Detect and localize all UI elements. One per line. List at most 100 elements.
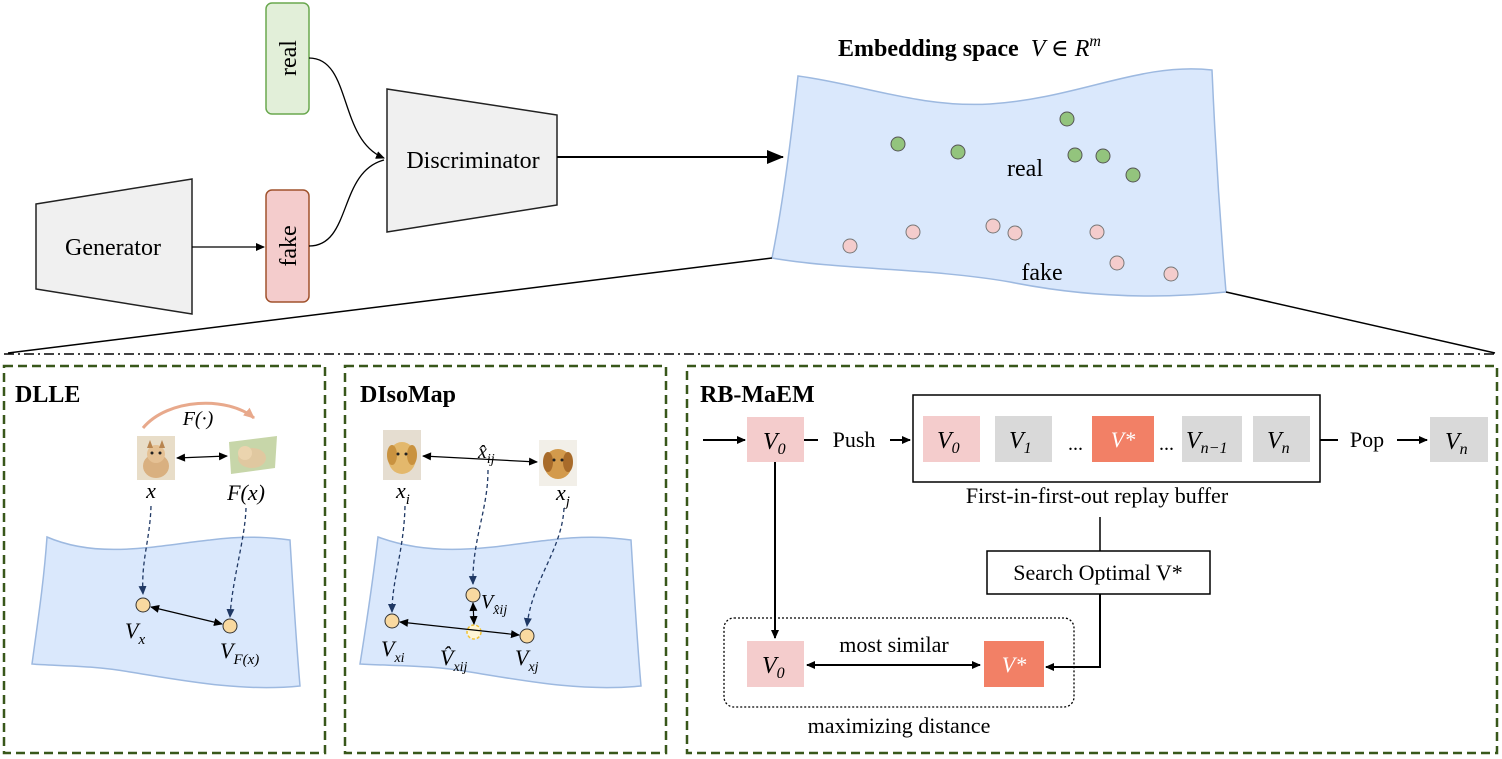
vxi-vxj-arrow (399, 618, 520, 639)
xi-label: xi (395, 478, 410, 508)
pink-dot (1109, 255, 1125, 271)
bottom-vstar-label: V* (1002, 652, 1026, 677)
dlle-space (31, 535, 301, 689)
xhat-label: x̂ij (477, 441, 495, 467)
green-dot (1059, 111, 1075, 127)
x-to-vx-dashed (138, 505, 152, 595)
buffer-vn1-label: Vn−1 (1186, 428, 1227, 457)
buffer-cell-vn (1253, 416, 1310, 462)
bottom-v0-cell (747, 641, 804, 687)
maximizing-label: maximizing distance (808, 713, 991, 738)
green-dot (1067, 147, 1083, 163)
space-fake-label: fake (1021, 260, 1062, 286)
buffer-vstar-label: V* (1111, 427, 1135, 452)
xi-to-vxi-dashed (388, 505, 406, 613)
vxhat-vhat-arrow (469, 602, 478, 625)
green-dots (890, 111, 1141, 183)
search-to-vstar-arrow (1045, 594, 1101, 671)
pink-dot (1089, 224, 1105, 240)
buffer-dots-1: ... (1068, 433, 1083, 455)
vhat-label: V̂xij (440, 645, 468, 675)
discriminator-label: Discriminator (406, 148, 539, 174)
space-real-label: real (1007, 156, 1043, 182)
comparison-group (723, 617, 1075, 708)
buffer-caption: First-in-first-out replay buffer (966, 483, 1229, 508)
xj-label: xj (555, 480, 570, 510)
function-arrow (141, 401, 255, 429)
buffer-v1-label: V1 (1009, 428, 1032, 457)
pink-dot (905, 224, 921, 240)
green-dot (1125, 167, 1141, 183)
vxj-label: Vxj (515, 645, 539, 675)
rbmaem-panel (685, 364, 1499, 755)
generator-label: Generator (65, 235, 161, 261)
discriminator-trapezoid: Discriminator (386, 88, 558, 233)
xhat-to-vxhat-dashed (468, 469, 489, 585)
embedding-title: Embedding space V ∈ Rm (838, 33, 1101, 62)
puppy-image-fx (229, 436, 277, 474)
fake-label: fake (276, 225, 302, 266)
vxhat-node (465, 587, 481, 603)
pink-dot (1163, 266, 1179, 282)
real-box: real (265, 2, 310, 115)
disomap-panel (343, 364, 668, 755)
x-label: x (145, 478, 156, 503)
fx-to-vfx-dashed (226, 507, 247, 618)
zoom-line-left (7, 257, 773, 354)
pink-dots (842, 218, 1179, 282)
green-dot (1095, 148, 1111, 164)
func-label: F(·) (182, 408, 214, 430)
vxhat-label: Vx̂ij (481, 591, 507, 618)
embedding-space (771, 68, 1227, 297)
generator-trapezoid: Generator (35, 178, 193, 315)
dlle-title: DLLE (15, 382, 80, 408)
disomap-title: DIsoMap (360, 382, 456, 408)
pop-label: Pop (1350, 427, 1384, 452)
green-dot (890, 136, 906, 152)
buffer-cell-vn1 (1182, 416, 1242, 462)
buffer-cell-vstar (1092, 416, 1154, 462)
buffer-cell-v1 (995, 416, 1052, 462)
fake-box: fake (265, 189, 310, 303)
buffer-cell-v0 (923, 416, 980, 462)
dlle-panel (2, 364, 327, 755)
puppy-image-x (137, 436, 175, 480)
vxj-node (519, 628, 535, 644)
vx-node (135, 597, 151, 613)
fx-label: F(x) (226, 480, 265, 505)
buffer-dots-2: ... (1159, 433, 1174, 455)
green-dot (950, 144, 966, 160)
pink-dot (985, 218, 1001, 234)
dog-image-xj (539, 440, 577, 486)
bottom-vstar-cell (984, 641, 1044, 687)
output-vn-label: Vn (1445, 429, 1468, 458)
vxi-node (384, 613, 400, 629)
disomap-space (359, 535, 642, 689)
rbmaem-title: RB-MaEM (700, 382, 815, 408)
bottom-v0-label: V0 (762, 653, 785, 682)
v0-input-cell (747, 417, 804, 462)
search-box (986, 550, 1211, 595)
push-label: Push (833, 427, 876, 452)
vx-label: Vx (125, 618, 145, 648)
output-cell-vn (1430, 417, 1488, 462)
real-to-discriminator-curve (308, 57, 385, 159)
fake-to-discriminator-curve (308, 159, 385, 247)
buffer-v0-label: V0 (937, 428, 960, 457)
vfx-node (222, 618, 238, 634)
vhat-node (466, 624, 482, 640)
pink-dot (842, 238, 858, 254)
xi-xj-arrow (422, 452, 538, 466)
dog-image-xi (383, 430, 421, 480)
vfx-label: VF(x) (220, 638, 259, 668)
vx-vfx-arrow (150, 604, 223, 627)
most-similar-label: most similar (839, 632, 949, 657)
x-fx-arrow (176, 452, 228, 462)
v0-input-label: V0 (763, 429, 786, 458)
zoom-line-right (1225, 291, 1496, 354)
vxi-label: Vxi (381, 636, 405, 666)
pink-dot (1007, 225, 1023, 241)
search-label: Search Optimal V* (1013, 560, 1182, 585)
buffer-vn-label: Vn (1267, 428, 1290, 457)
